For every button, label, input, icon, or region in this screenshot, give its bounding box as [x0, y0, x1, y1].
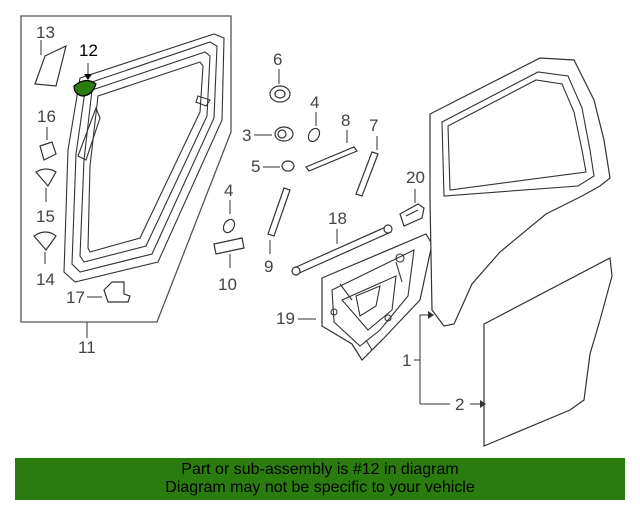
callout-12: 12 — [79, 41, 98, 60]
part-14-clip — [33, 231, 57, 251]
inset-box — [20, 15, 232, 323]
weatherstrip — [63, 33, 225, 283]
callout-4-lower: 4 — [224, 181, 233, 200]
part-2-outer-panel — [483, 257, 613, 447]
part-17-bracket — [103, 281, 131, 303]
callout-7: 7 — [369, 116, 378, 135]
callout-9: 9 — [264, 257, 273, 276]
callout-6: 6 — [273, 50, 282, 69]
callout-2: 2 — [455, 395, 464, 414]
banner-line-1: Part or sub-assembly is #12 in diagram — [181, 461, 459, 478]
part-20-handle — [399, 203, 425, 227]
callout-19: 19 — [276, 309, 295, 328]
part-9-strip — [267, 187, 291, 237]
callout-3: 3 — [242, 126, 251, 145]
callout-4-upper: 4 — [310, 93, 319, 112]
part-6-grommet — [269, 85, 291, 103]
part-3-plug — [274, 126, 294, 142]
callout-14: 14 — [36, 270, 55, 289]
callout-18: 18 — [328, 209, 347, 228]
part-12-clip-highlighted — [73, 79, 97, 97]
callout-13: 13 — [36, 23, 55, 42]
part-1-door-shell — [429, 57, 611, 327]
part-7-strip — [355, 151, 379, 197]
part-19-door-module — [321, 233, 433, 361]
callout-17: 17 — [66, 288, 85, 307]
part-10-pad — [213, 237, 245, 255]
part-13-clip — [34, 44, 67, 87]
part-4-clip-lower — [222, 218, 236, 234]
callout-1: 1 — [402, 351, 411, 370]
callout-10: 10 — [218, 275, 237, 294]
callout-8: 8 — [341, 111, 350, 130]
callout-20: 20 — [406, 168, 425, 187]
part-5-clip — [281, 160, 295, 172]
part-4-clip-upper — [307, 127, 321, 143]
callout-11: 11 — [78, 338, 96, 357]
part-15-clip — [35, 168, 57, 188]
callout-15: 15 — [36, 207, 55, 226]
part-16-clip — [39, 141, 57, 161]
banner-line-2: Diagram may not be specific to your vehi… — [165, 479, 475, 496]
info-banner: Part or sub-assembly is #12 in diagram D… — [15, 458, 625, 500]
callout-16: 16 — [37, 107, 56, 126]
callout-5: 5 — [251, 157, 260, 176]
part-18-rod — [291, 224, 393, 276]
part-8-molding — [305, 146, 358, 172]
